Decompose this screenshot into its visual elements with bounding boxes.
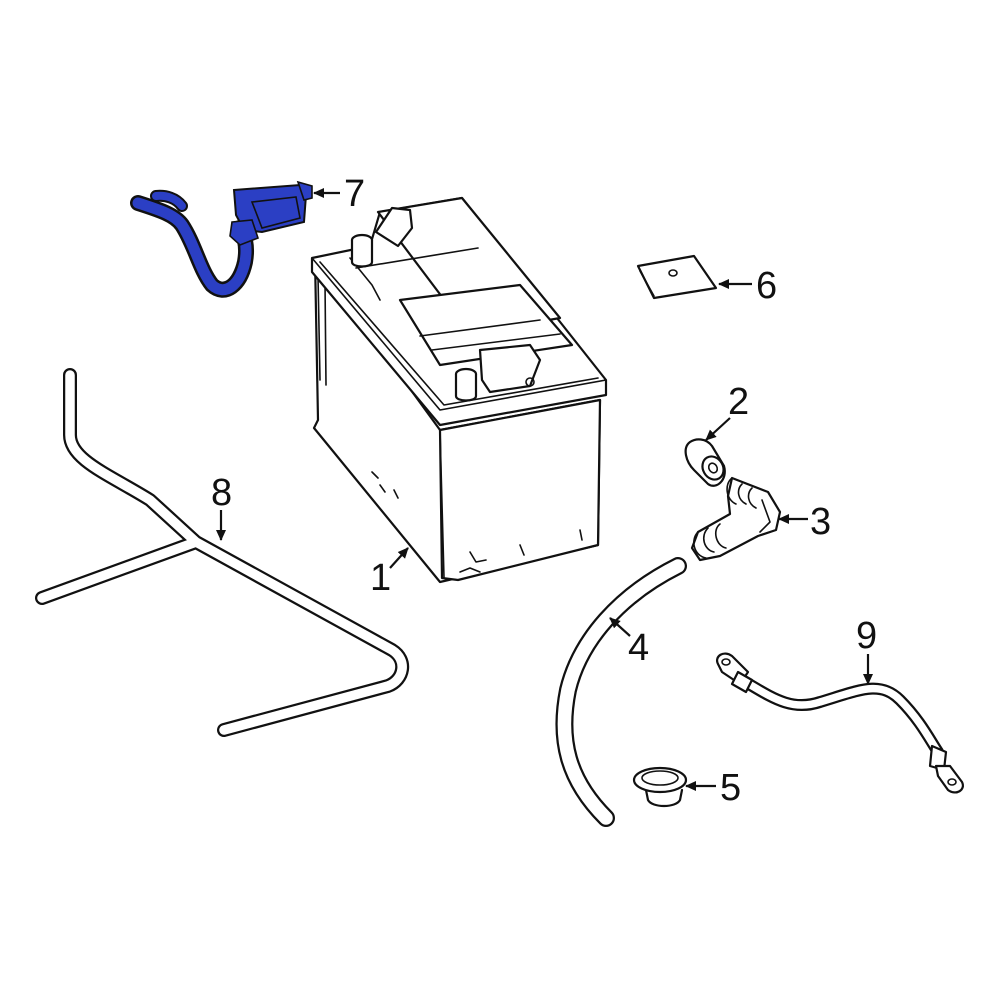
callout-5: 5 xyxy=(720,767,741,809)
part-7-sensor-cable[interactable] xyxy=(130,180,313,298)
callout-2: 2 xyxy=(728,381,749,423)
callout-6: 6 xyxy=(756,265,777,307)
callout-leaders xyxy=(216,188,873,791)
part-2-cap[interactable] xyxy=(684,438,728,487)
part-5-grommet[interactable] xyxy=(632,766,688,808)
callout-1: 1 xyxy=(370,557,391,599)
part-1-battery[interactable] xyxy=(310,196,608,584)
part-4-hose[interactable] xyxy=(555,557,687,827)
part-8-hold-down-rod[interactable] xyxy=(35,368,409,737)
part-3-elbow-fitting[interactable] xyxy=(690,476,782,562)
leader-1 xyxy=(389,547,409,569)
callout-3: 3 xyxy=(810,501,831,543)
part-6-pad[interactable] xyxy=(636,254,718,300)
callout-7: 7 xyxy=(344,173,365,215)
callout-numbers: 7 6 2 3 1 8 4 5 9 xyxy=(211,173,877,809)
leader-2 xyxy=(705,417,731,441)
callout-4: 4 xyxy=(628,627,649,669)
callout-9: 9 xyxy=(856,615,877,657)
part-9-ground-cable[interactable] xyxy=(716,652,964,794)
callout-8: 8 xyxy=(211,472,232,514)
leader-4 xyxy=(609,617,631,637)
